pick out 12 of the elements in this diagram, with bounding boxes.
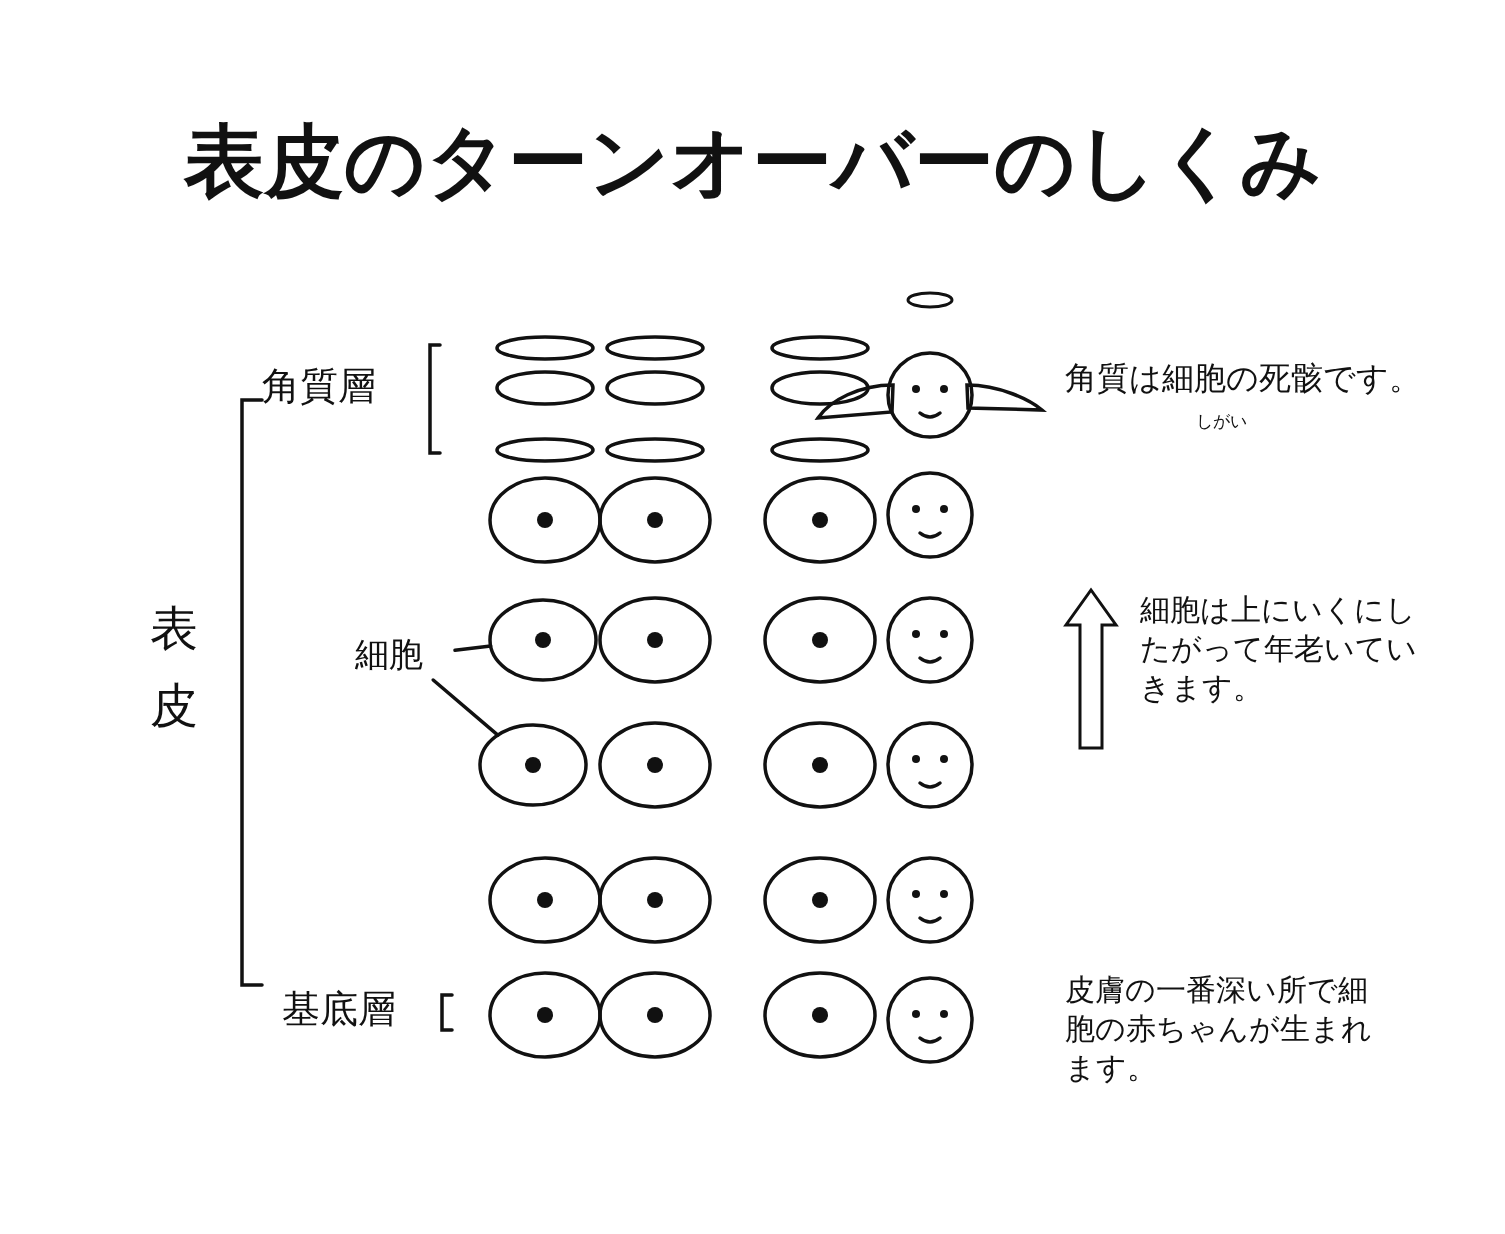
layer-label: 表皮 [150, 599, 199, 735]
cell-label: 細胞 [355, 633, 424, 676]
layer-label: 基底層 [282, 986, 396, 1033]
note: 細胞は上にいくにしたがって年老いていきます。 [1140, 591, 1418, 707]
note: 皮膚の一番深い所で細胞の赤ちゃんが生まれます。 [1065, 971, 1373, 1087]
ruby-text: しがい [1196, 410, 1247, 433]
title: 表皮のターンオーバーのしくみ [182, 114, 1323, 210]
note: 角質は細胞の死骸です。 [1065, 358, 1421, 399]
layer-label: 角質層 [262, 363, 376, 410]
cell-drawing [478, 723, 588, 807]
leader-line [431, 678, 500, 737]
cell-drawing [488, 598, 598, 682]
